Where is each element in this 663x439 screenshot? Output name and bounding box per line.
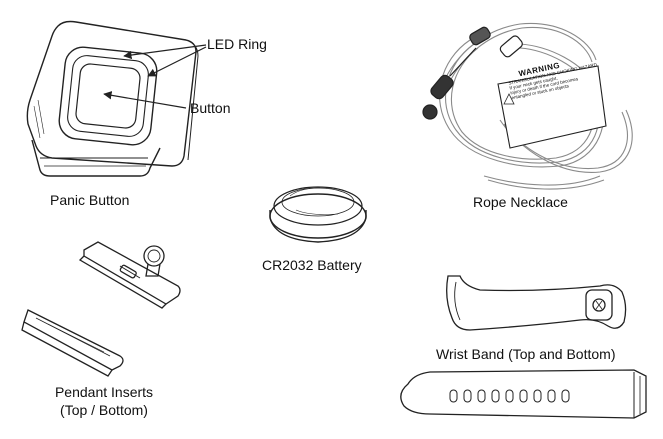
cr2032-battery-image — [269, 186, 367, 243]
pendant-inserts-label-line1: Pendant Inserts — [54, 384, 154, 400]
pendant-insert-bottom — [21, 309, 124, 377]
rope-necklace-image — [422, 22, 633, 190]
panic-button-device — [26, 20, 199, 177]
rope-necklace-label: Rope Necklace — [473, 194, 568, 210]
pendant-inserts-label: Pendant Inserts (Top / Bottom) — [42, 384, 166, 418]
button-label: Button — [190, 100, 231, 116]
led-ring-label: LED Ring — [207, 36, 267, 52]
wrist-band-holes — [449, 389, 570, 403]
panic-button-label: Panic Button — [50, 192, 130, 208]
warning-tag — [497, 65, 607, 149]
wrist-band-top — [446, 275, 627, 331]
wrist-band-bottom — [400, 369, 647, 419]
callout-arrows — [103, 44, 207, 109]
wrist-band-label: Wrist Band (Top and Bottom) — [436, 346, 616, 362]
pendant-inserts-label-line2: (Top / Bottom) — [60, 402, 148, 418]
cr2032-battery-label: CR2032 Battery — [262, 257, 362, 273]
pendant-insert-top — [78, 241, 181, 309]
